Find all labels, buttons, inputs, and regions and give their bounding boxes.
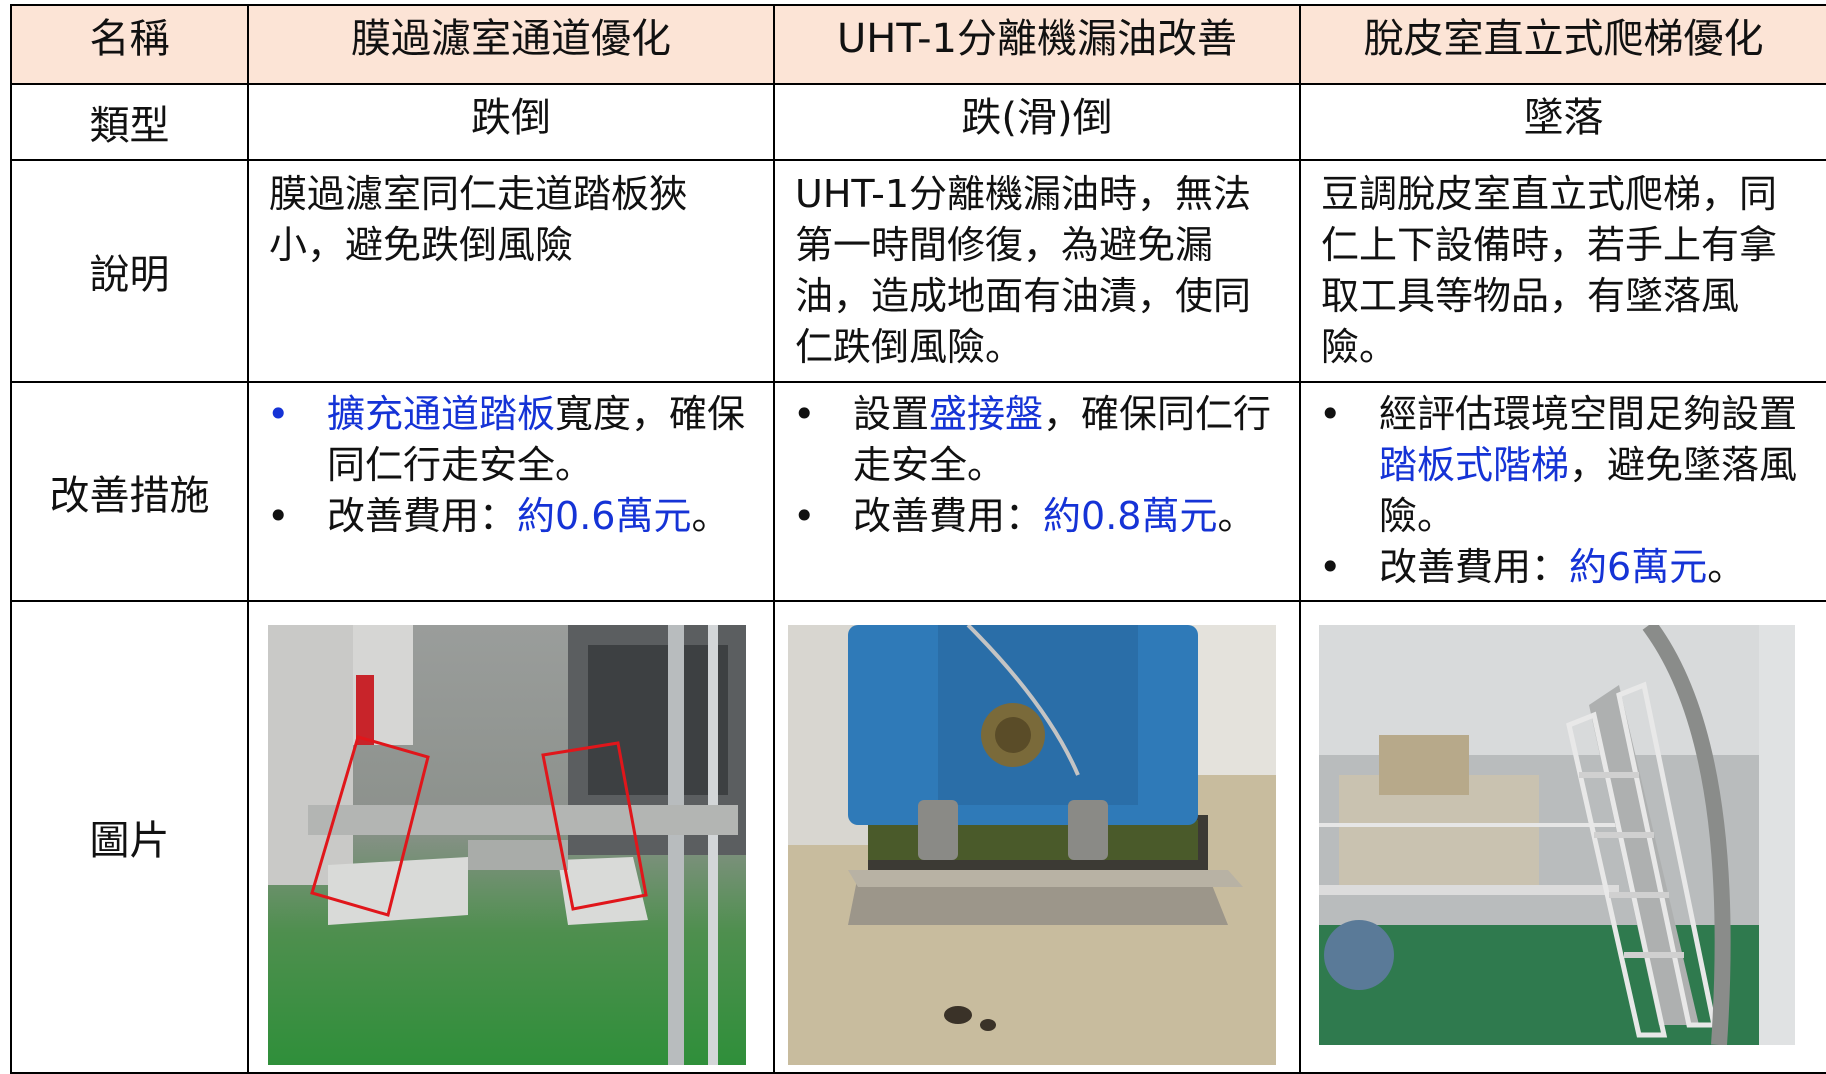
bullet-icon: •: [793, 392, 816, 436]
item3-name: 脫皮室直立式爬梯優化: [1299, 4, 1826, 85]
item3-measure-list: •經評估環境空間足夠設置踏板式階梯，避免墜落風險。 •改善費用：約6萬元。: [1301, 383, 1826, 593]
item3-desc: 豆調脫皮室直立式爬梯，同仁上下設備時，若手上有拿取工具等物品，有墜落風險。: [1321, 172, 1778, 369]
bullet-icon: •: [793, 494, 816, 538]
list-item: •改善費用：約6萬元。: [1301, 542, 1818, 593]
photo-row: 圖片: [10, 600, 1826, 1074]
highlight-text: 盛接盤: [929, 392, 1044, 436]
bullet-icon: •: [1319, 392, 1342, 436]
separator-photo: [788, 625, 1276, 1065]
highlight-text: 踏板式階梯: [1379, 443, 1570, 487]
item3-type: 墜落: [1299, 83, 1826, 161]
description-row: 說明 膜過濾室同仁走道踏板狹小，避免跌倒風險 UHT-1分離機漏油時，無法第一時…: [10, 159, 1826, 383]
cost-value: 約0.8萬元: [1043, 494, 1218, 538]
walkway-photo: [268, 625, 746, 1065]
label-name: 名稱: [10, 4, 249, 85]
list-item: •經評估環境空間足夠設置踏板式階梯，避免墜落風險。: [1301, 389, 1818, 542]
list-item: •改善費用：約0.6萬元。: [249, 491, 765, 542]
walkway-photo-icon: [268, 625, 746, 1065]
item2-type: 跌(滑)倒: [773, 83, 1301, 161]
list-item: •改善費用：約0.8萬元。: [775, 491, 1291, 542]
bullet-icon: •: [1319, 545, 1342, 589]
list-item: •擴充通道踏板寬度，確保同仁行走安全。: [249, 389, 765, 491]
item2-name: UHT-1分離機漏油改善: [773, 4, 1301, 85]
item1-type: 跌倒: [247, 83, 775, 161]
bullet-icon: •: [267, 392, 290, 436]
label-photo: 圖片: [10, 600, 249, 1074]
label-measure: 改善措施: [10, 381, 249, 602]
list-item: •設置盛接盤，確保同仁行走安全。: [775, 389, 1291, 491]
type-row: 類型 跌倒 跌(滑)倒 墜落: [10, 83, 1826, 161]
measure-row: 改善措施 •擴充通道踏板寬度，確保同仁行走安全。 •改善費用：約0.6萬元。 •…: [10, 381, 1826, 602]
highlight-text: 擴充通道踏板: [327, 392, 556, 436]
bullet-icon: •: [267, 494, 290, 538]
improvement-table: 名稱 膜過濾室通道優化 UHT-1分離機漏油改善 脫皮室直立式爬梯優化 類型 跌…: [10, 4, 1826, 1074]
item1-desc: 膜過濾室同仁走道踏板狹小，避免跌倒風險: [269, 172, 688, 267]
item1-measure-list: •擴充通道踏板寬度，確保同仁行走安全。 •改善費用：約0.6萬元。: [249, 383, 773, 542]
stairs-photo-icon: [1319, 625, 1795, 1045]
label-type: 類型: [10, 83, 249, 161]
item1-name: 膜過濾室通道優化: [247, 4, 775, 85]
header-row: 名稱 膜過濾室通道優化 UHT-1分離機漏油改善 脫皮室直立式爬梯優化: [10, 4, 1826, 85]
item2-desc: UHT-1分離機漏油時，無法第一時間修復，為避免漏油，造成地面有油漬，使同仁跌倒…: [795, 172, 1252, 369]
stairs-photo: [1319, 625, 1795, 1045]
cost-value: 約6萬元: [1569, 545, 1708, 589]
label-desc: 說明: [10, 159, 249, 383]
item2-measure-list: •設置盛接盤，確保同仁行走安全。 •改善費用：約0.8萬元。: [775, 383, 1299, 542]
cost-value: 約0.6萬元: [517, 494, 692, 538]
separator-photo-icon: [788, 625, 1276, 1065]
